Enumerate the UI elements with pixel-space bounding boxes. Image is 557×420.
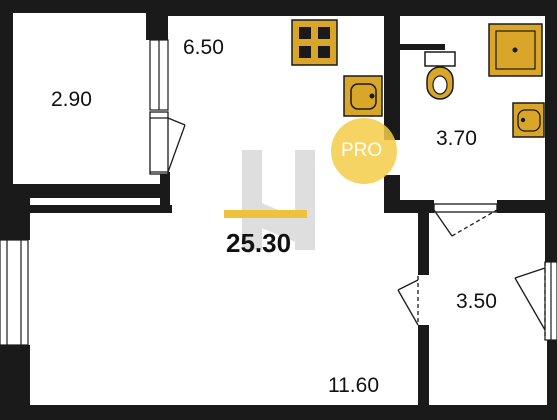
- stove-icon: [291, 19, 338, 66]
- kitchen-sink-icon: [343, 75, 383, 117]
- room-area-balcony: 2.90: [51, 88, 92, 111]
- total-area: 25.30: [226, 228, 292, 258]
- doors: [149, 111, 546, 340]
- pro-badge: [331, 118, 397, 184]
- total-underline: [224, 210, 307, 218]
- fixtures: [291, 19, 545, 138]
- room-area-hall: 3.50: [456, 290, 497, 313]
- wash-basin-icon: [512, 102, 545, 138]
- room-area-kitchen: 6.50: [183, 36, 224, 59]
- shower-icon: [488, 23, 543, 77]
- watermark-logo: [242, 150, 315, 250]
- windows: [0, 39, 557, 346]
- room-area-bathroom: 3.70: [436, 127, 477, 150]
- room-area-living: 11.60: [328, 374, 379, 397]
- toilet-icon: [424, 51, 456, 100]
- pro-badge-label: PRO: [341, 140, 383, 161]
